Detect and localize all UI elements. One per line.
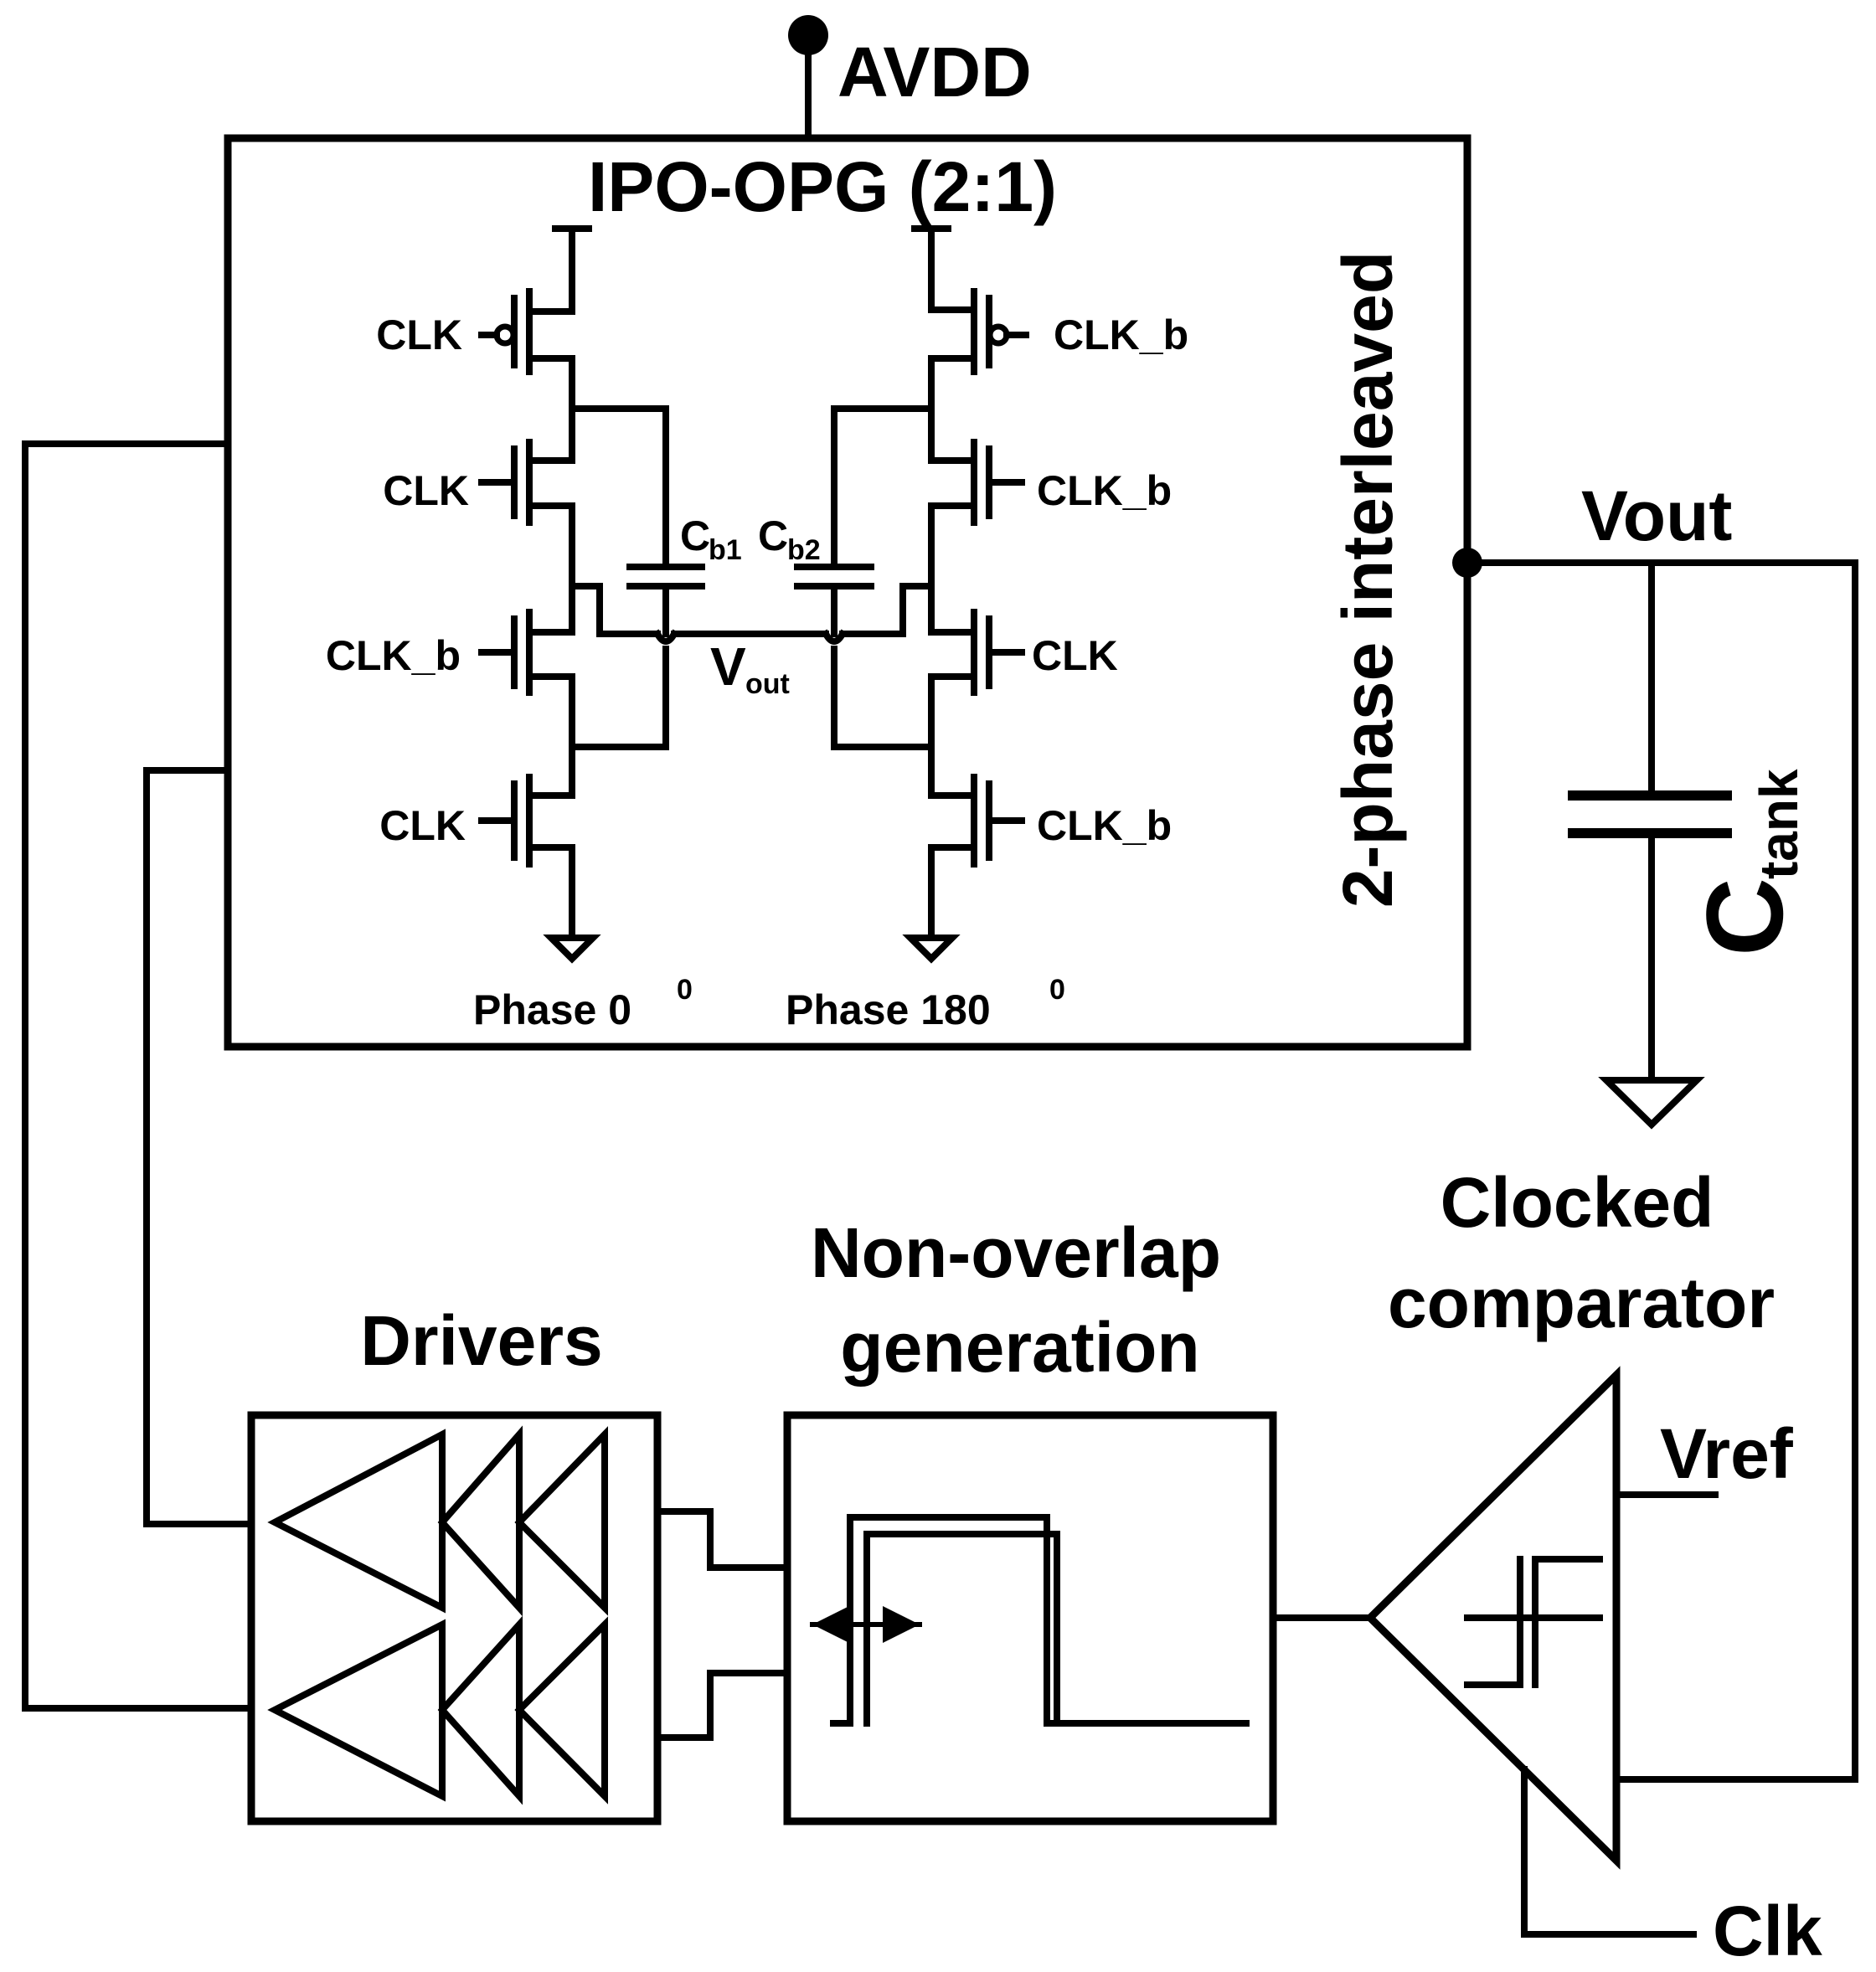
right-gate-4-label: CLK_b [1037, 802, 1172, 849]
nonoverlap-title-line1: Non-overlap [811, 1213, 1221, 1292]
driver-output-wire-1 [143, 767, 255, 1527]
phase1-wire [654, 1508, 791, 1571]
driver-chain-lower [267, 1615, 608, 1805]
comparator-title-line1: Clocked [1440, 1163, 1714, 1242]
vout-label: Vout [1581, 476, 1732, 555]
left-gate-2-label: CLK [383, 467, 469, 514]
svg-text:Phase 180: Phase 180 [786, 986, 991, 1033]
svg-text:tank: tank [1749, 769, 1809, 879]
svg-text:b2: b2 [787, 534, 821, 566]
svg-text:Phase 0: Phase 0 [473, 986, 631, 1033]
left-gate-3-label: CLK_b [326, 632, 461, 679]
comparator-title-line2: comparator [1388, 1264, 1775, 1342]
drivers-title: Drivers [360, 1301, 603, 1380]
hysteresis-icon [1464, 1556, 1603, 1688]
svg-text:0: 0 [1049, 974, 1065, 1006]
drivers-block [247, 1411, 662, 1825]
interleaved-label: 2-phase interleaved [1328, 251, 1407, 908]
right-gate-2-label: CLK_b [1037, 467, 1172, 514]
block-title: IPO-OPG (2:1) [588, 147, 1057, 226]
vref-label: Vref [1660, 1414, 1794, 1493]
right-gate-1-label: CLK_b [1054, 312, 1188, 358]
nonoverlap-block [783, 1411, 1277, 1825]
svg-text:C: C [758, 512, 788, 559]
svg-text:V: V [710, 636, 746, 697]
right-phase-column [794, 225, 1029, 964]
left-phase-column [478, 225, 705, 964]
avdd-label: AVDD [838, 33, 1032, 111]
driver-output-wire-2 [22, 440, 255, 1712]
nonoverlap-title-line2: generation [840, 1308, 1199, 1387]
left-gate-1-label: CLK [376, 312, 462, 358]
inner-vout-label: V out [710, 636, 790, 700]
cb1-label: C b1 [680, 512, 742, 566]
ctank-label: C tank [1683, 769, 1809, 956]
phase0-label: Phase 0 0 [473, 974, 693, 1033]
driver-chain-upper [267, 1425, 608, 1617]
left-gate-4-label: CLK [379, 802, 466, 849]
interleaved-block [224, 134, 1471, 1051]
svg-text:C: C [680, 512, 710, 559]
svg-text:C: C [1683, 878, 1806, 956]
phase180-label: Phase 180 0 [786, 974, 1065, 1033]
svg-text:out: out [745, 668, 790, 700]
avdd-supply: AVDD [788, 15, 1032, 142]
right-gate-3-label: CLK [1032, 632, 1118, 679]
svg-text:b1: b1 [709, 534, 742, 566]
clk-label: Clk [1713, 1892, 1822, 1970]
comparator-symbol [1364, 1366, 1621, 1870]
cb2-label: C b2 [758, 512, 821, 566]
nonoverlap-waveform-icon [810, 1514, 1250, 1727]
ctank-capacitor [1568, 559, 1732, 1130]
phase2-wire [654, 1670, 791, 1741]
svg-text:0: 0 [677, 974, 693, 1006]
